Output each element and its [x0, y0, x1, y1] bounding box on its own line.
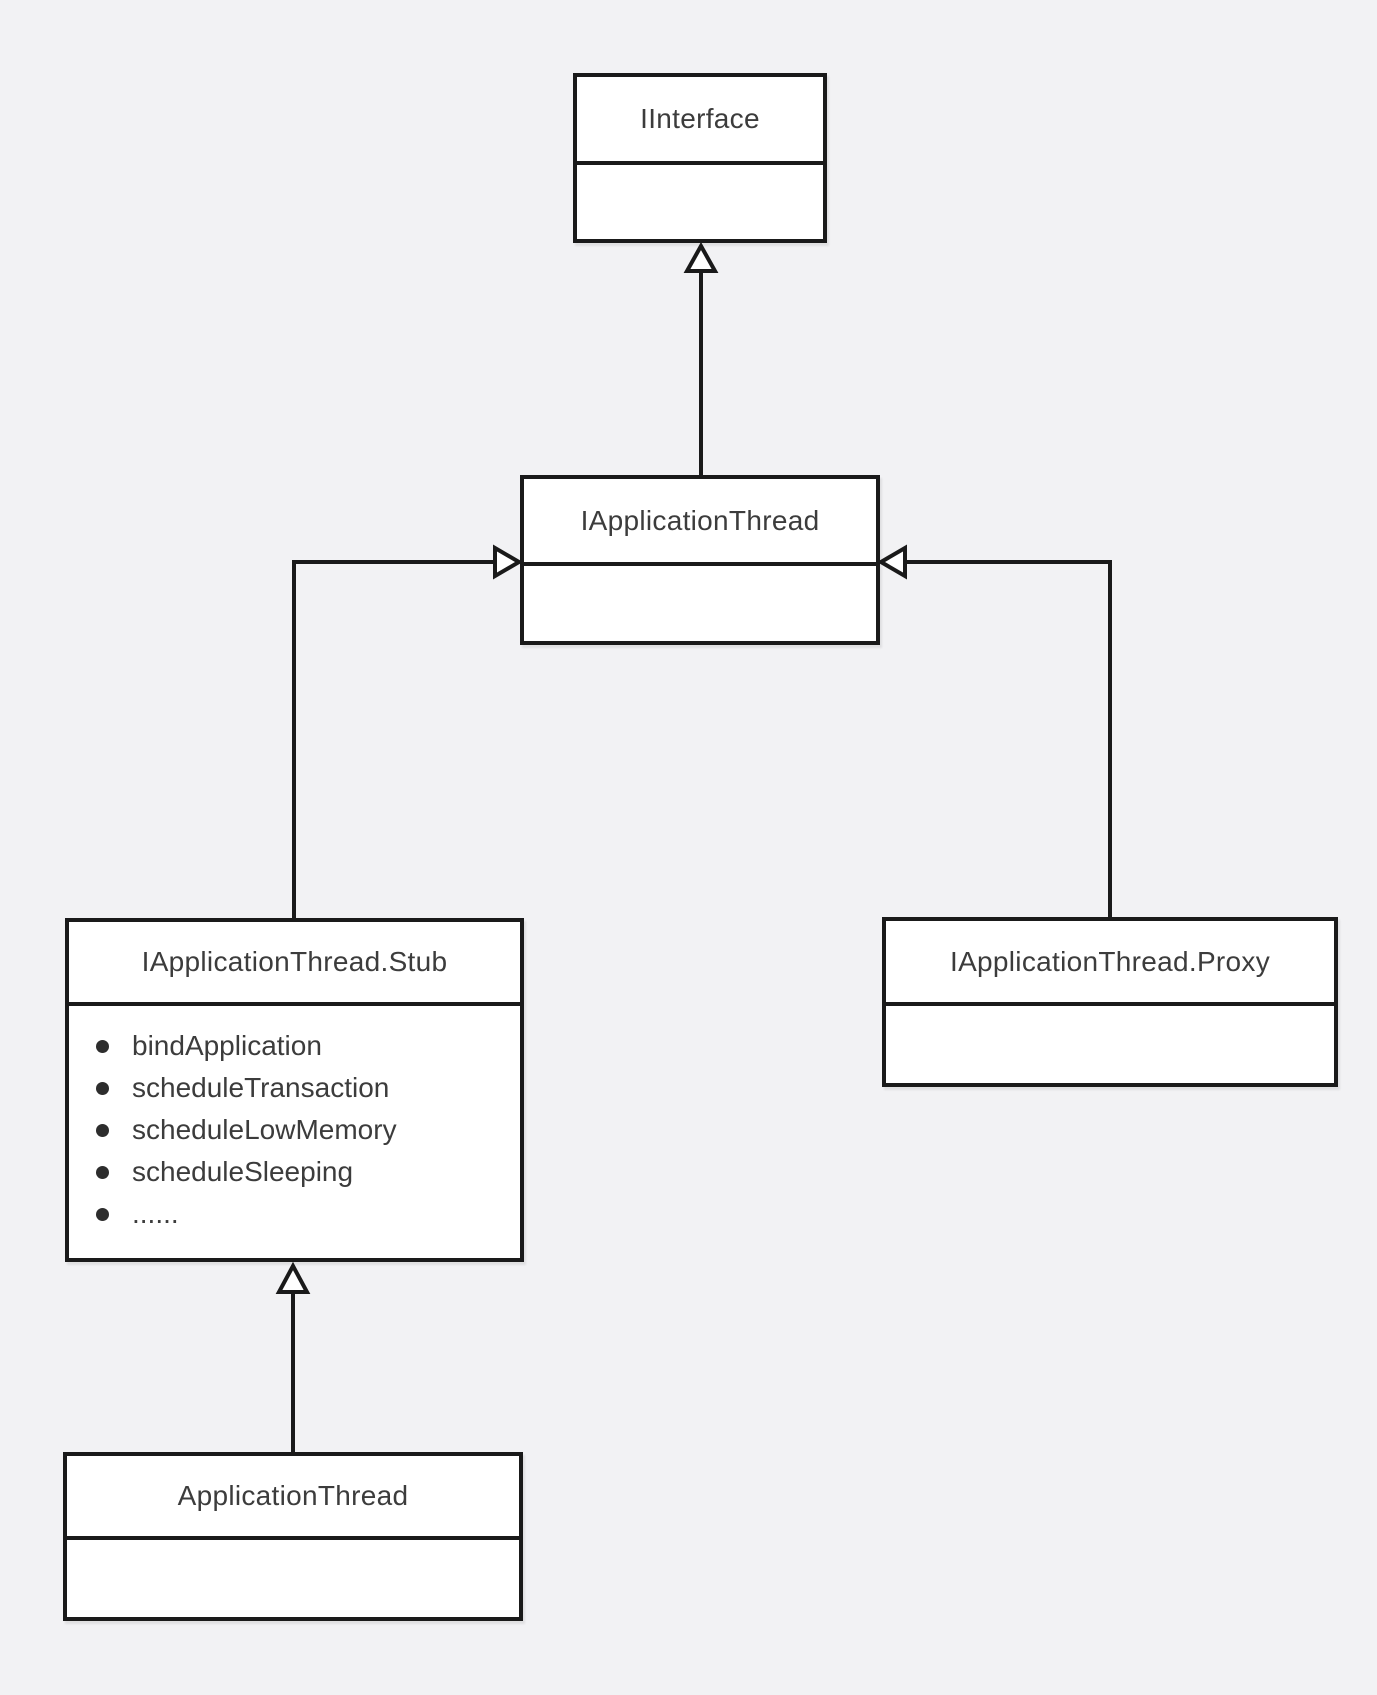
method-label: scheduleTransaction	[132, 1072, 390, 1103]
method-list: bindApplication scheduleTransaction sche…	[69, 1006, 520, 1235]
method-label: scheduleLowMemory	[132, 1114, 397, 1145]
hollow-triangle-icon	[683, 241, 719, 273]
class-name-label: ApplicationThread	[67, 1456, 519, 1540]
hollow-triangle-icon	[275, 1261, 311, 1294]
class-box-iapplicationthread-stub: IApplicationThread.Stub bindApplication …	[65, 918, 524, 1262]
class-members-compartment: bindApplication scheduleTransaction sche…	[69, 1006, 520, 1235]
class-box-applicationthread: ApplicationThread	[63, 1452, 523, 1621]
class-name-label: IApplicationThread	[524, 479, 876, 566]
method-label: scheduleSleeping	[132, 1156, 354, 1187]
method-item: scheduleTransaction	[96, 1067, 510, 1109]
generalization-arrow-applicationthread-to-stub	[275, 1261, 311, 1454]
method-label: bindApplication	[132, 1030, 322, 1061]
generalization-arrow-iapplicationthread-to-iinterface	[683, 241, 719, 477]
hollow-triangle-icon	[877, 544, 907, 580]
method-label: ......	[132, 1198, 179, 1229]
class-name-label: IApplicationThread.Stub	[69, 922, 520, 1006]
method-item: bindApplication	[96, 1025, 510, 1067]
class-box-iapplicationthread-proxy: IApplicationThread.Proxy	[882, 917, 1338, 1087]
method-item: ......	[96, 1193, 510, 1235]
bullet-icon	[96, 1039, 109, 1053]
class-box-iapplicationthread: IApplicationThread	[520, 475, 880, 645]
class-name-label: IInterface	[577, 77, 823, 165]
method-item: scheduleLowMemory	[96, 1109, 510, 1151]
bullet-icon	[96, 1123, 109, 1137]
generalization-arrow-proxy-to-iapplicationthread	[877, 544, 1112, 919]
class-box-iinterface: IInterface	[573, 73, 827, 243]
bullet-icon	[96, 1207, 109, 1221]
bullet-icon	[96, 1165, 109, 1179]
generalization-arrow-stub-to-iapplicationthread	[292, 544, 523, 920]
hollow-triangle-icon	[493, 544, 523, 580]
method-item: scheduleSleeping	[96, 1151, 510, 1193]
class-name-label: IApplicationThread.Proxy	[886, 921, 1334, 1006]
bullet-icon	[96, 1081, 109, 1095]
